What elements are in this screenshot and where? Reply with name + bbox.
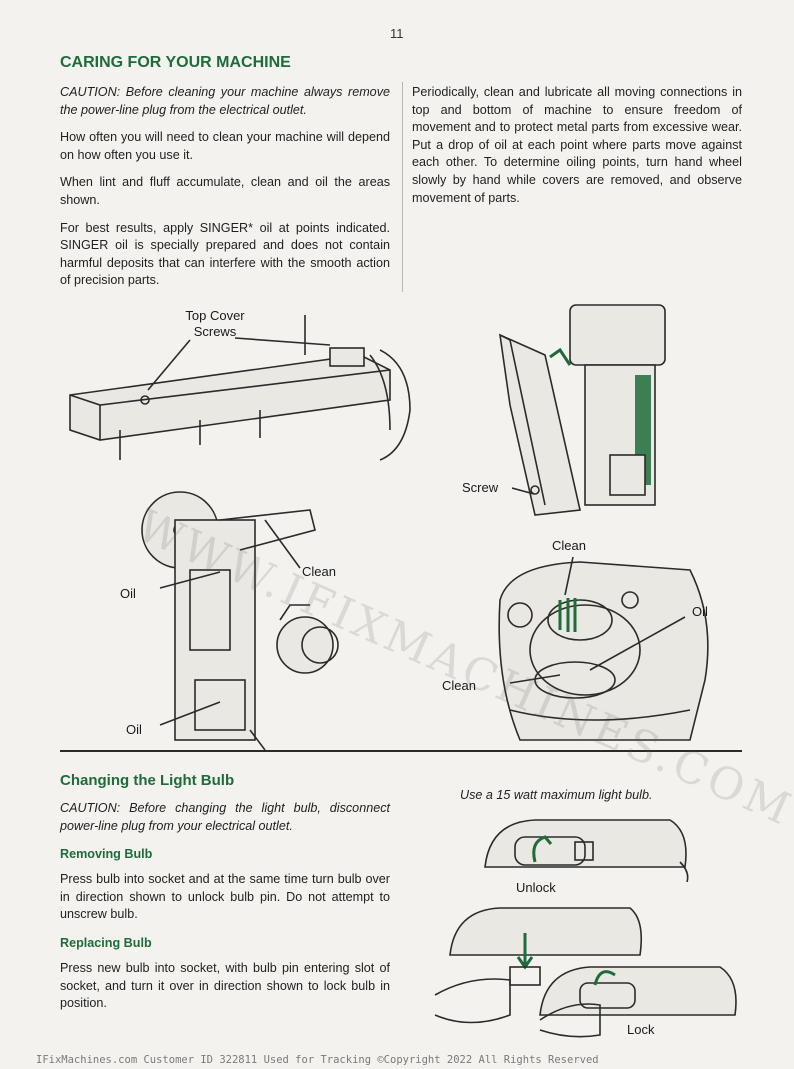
removing-bulb-text: Press bulb into socket and at the same t… (60, 872, 390, 922)
removing-bulb-heading: Removing Bulb (60, 847, 153, 862)
top-cover-illustration (69, 315, 411, 461)
label-lock: Lock (627, 1022, 655, 1037)
bulb-caption: Use a 15 watt maximum light bulb. (460, 788, 653, 802)
caution-light-bulb: CAUTION: Before changing the light bulb,… (60, 801, 390, 833)
screw-leader-line (512, 487, 535, 495)
label-top-cover-screws: Top Cover Screws (170, 308, 260, 340)
label-oil-lower-left: Oil (126, 722, 142, 737)
label-oil-bobbin: Oil (692, 604, 708, 619)
side-cover-illustration (499, 304, 666, 516)
right-text-column: Periodically, clean and lubricate all mo… (412, 84, 742, 217)
replacing-bulb-heading: Replacing Bulb (60, 935, 152, 950)
column-separator (402, 82, 403, 292)
paragraph-best-results: For best results, apply SINGER* oil at p… (60, 220, 390, 288)
light-bulb-title: Changing the Light Bulb (60, 772, 235, 789)
light-bulb-text-column: CAUTION: Before changing the light bulb,… (60, 800, 390, 1013)
footer-tracking-line: IFixMachines.com Customer ID 322811 Used… (36, 1054, 599, 1066)
top-cover-leader-lines (147, 337, 331, 391)
label-screws: Screws (193, 324, 237, 339)
section-divider (60, 750, 742, 752)
label-clean-upper-left: Clean (302, 564, 336, 579)
bobbin-area-illustration (498, 561, 709, 741)
replacing-bulb-text: Press new bulb into socket, with bulb pi… (60, 960, 390, 1011)
paragraph-periodically: Periodically, clean and lubricate all mo… (412, 85, 742, 205)
label-clean-bobbin-bottom: Clean (442, 678, 476, 693)
caution-cleaning: CAUTION: Before cleaning your machine al… (60, 85, 390, 117)
unlock-illustration (484, 819, 689, 882)
bobbin-leader-lines (509, 556, 686, 684)
label-oil-upper-left: Oil (120, 586, 136, 601)
paragraph-how-often: How often you will need to clean your ma… (60, 130, 390, 162)
label-unlock: Unlock (516, 880, 556, 895)
paragraph-lint: When lint and fluff accumulate, clean an… (60, 175, 390, 207)
label-top-cover: Top Cover (185, 308, 245, 323)
label-screw: Screw (462, 480, 499, 495)
mechanism-leader-lines (159, 519, 301, 726)
label-clean-bobbin-top: Clean (552, 538, 586, 553)
section-title: CARING FOR YOUR MACHINE (60, 54, 291, 71)
lock-illustration (434, 907, 737, 1038)
left-text-column: CAUTION: Before cleaning your machine al… (60, 84, 390, 300)
page-number: 11 (390, 26, 404, 41)
